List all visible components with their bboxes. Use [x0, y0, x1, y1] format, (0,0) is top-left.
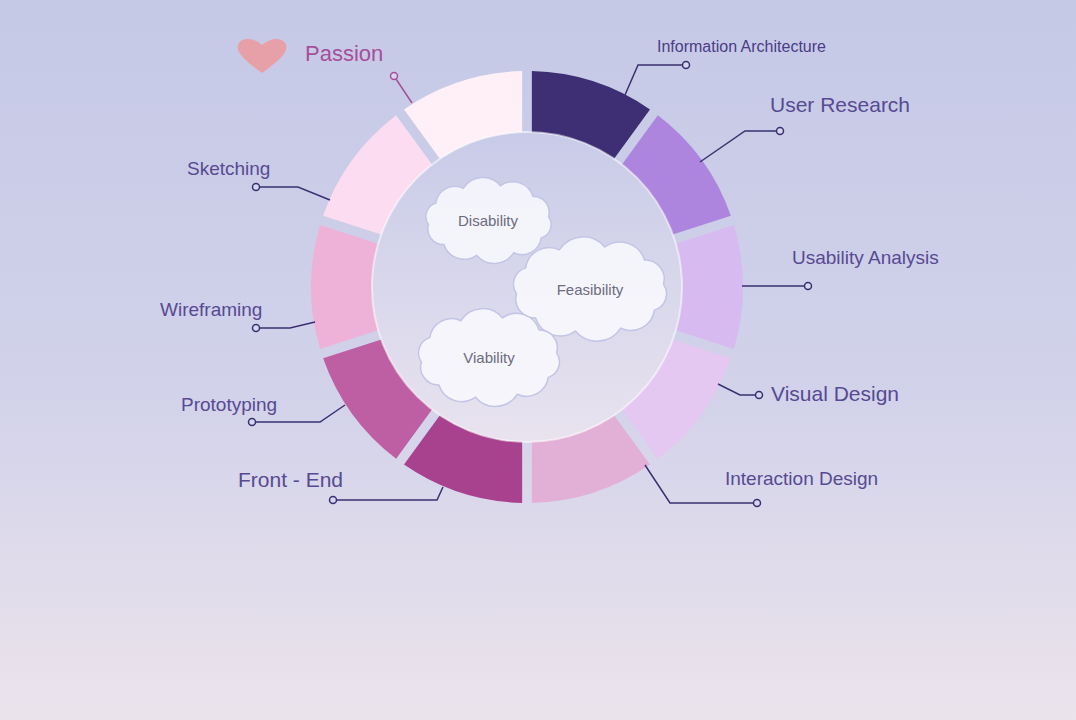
skill-label: Interaction Design	[725, 468, 878, 490]
leader-dot	[756, 392, 763, 399]
idea-cloud: Viability	[409, 305, 569, 410]
leader-dot	[805, 283, 812, 290]
skill-label: Sketching	[187, 158, 270, 180]
skill-label: Usability Analysis	[792, 247, 939, 269]
skill-label: Visual Design	[771, 382, 899, 406]
skill-label: Front - End	[238, 468, 343, 492]
cloud-text: Feasibility	[557, 281, 624, 298]
leader-dot	[391, 73, 398, 80]
leader-line	[394, 76, 412, 103]
leader-line	[742, 285, 808, 287]
skill-label: User Research	[770, 93, 910, 117]
leader-dot	[330, 497, 337, 504]
leader-dot	[253, 325, 260, 332]
leader-dot	[777, 128, 784, 135]
skill-label: Passion	[305, 41, 383, 67]
leader-dot	[253, 184, 260, 191]
leader-dot	[683, 62, 690, 69]
skill-label: Information Architecture	[657, 38, 826, 56]
skill-label: Prototyping	[181, 394, 277, 416]
heart-icon	[238, 39, 287, 73]
cloud-text: Viability	[463, 349, 514, 366]
leader-line	[625, 65, 686, 95]
center-disc	[372, 132, 682, 442]
leader-line	[700, 131, 780, 162]
leader-line	[256, 322, 315, 328]
skill-label: Wireframing	[160, 299, 262, 321]
leader-line	[718, 384, 759, 395]
cloud-outline	[419, 308, 560, 406]
leader-dot	[249, 419, 256, 426]
cloud-outline	[425, 177, 550, 263]
leader-dot	[754, 500, 761, 507]
leader-line	[256, 187, 330, 200]
leader-line	[333, 487, 443, 500]
cloud-text: Disability	[458, 212, 518, 229]
